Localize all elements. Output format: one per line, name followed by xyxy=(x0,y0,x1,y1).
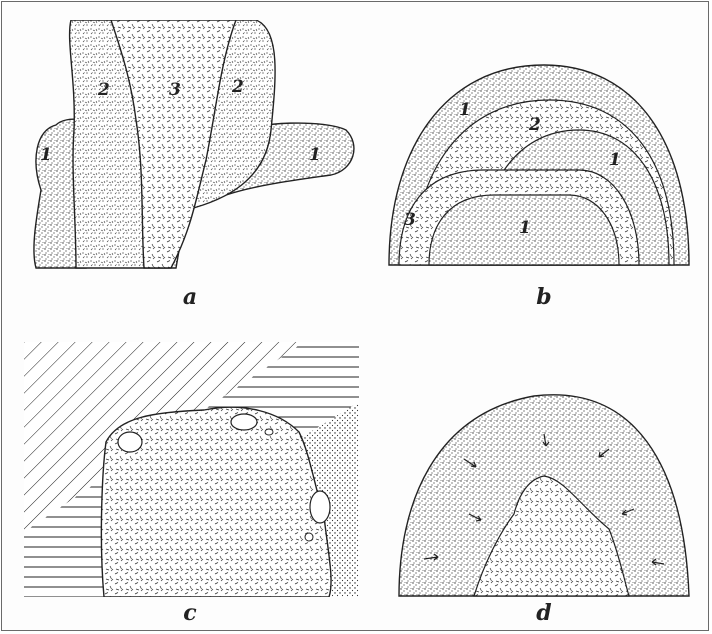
svg-text:1: 1 xyxy=(40,145,52,165)
panel-b-caption: b xyxy=(524,284,564,310)
svg-text:1: 1 xyxy=(609,150,621,170)
panel-a-caption: a xyxy=(170,284,210,310)
svg-text:3: 3 xyxy=(169,80,181,100)
panel-d-caption: d xyxy=(524,600,564,626)
svg-text:2: 2 xyxy=(97,80,110,100)
panel-b-diagram: 1 2 1 3 1 xyxy=(384,60,694,270)
panel-c-caption: c xyxy=(170,600,210,626)
panel-d-diagram xyxy=(394,384,694,599)
svg-text:1: 1 xyxy=(459,100,471,120)
svg-text:1: 1 xyxy=(309,145,321,165)
panel-a-diagram: 1 2 3 2 1 xyxy=(26,20,356,270)
panel-c-diagram xyxy=(24,342,359,597)
svg-text:2: 2 xyxy=(231,77,244,97)
svg-text:3: 3 xyxy=(404,210,416,230)
svg-text:1: 1 xyxy=(519,218,531,238)
svg-text:2: 2 xyxy=(528,115,541,135)
